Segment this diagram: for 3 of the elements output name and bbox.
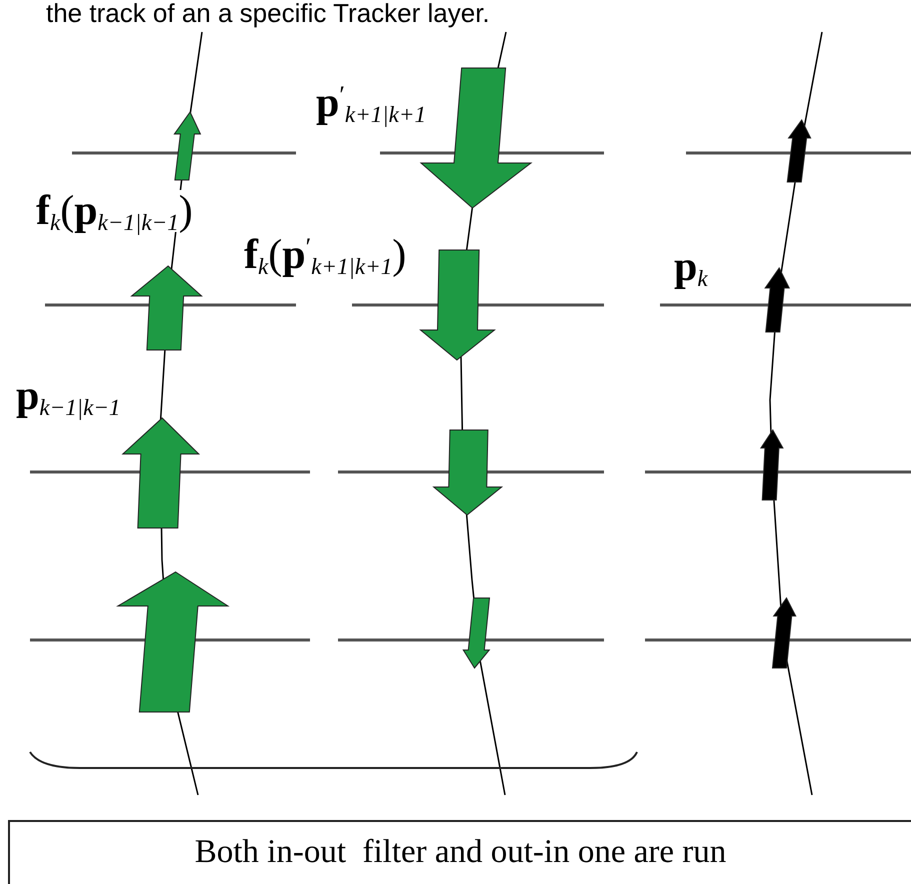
note-box	[8, 820, 911, 884]
caption-text: the track of an a specific Tracker layer.	[46, 0, 490, 26]
note-text: Both in-out filter and out-in one are run	[194, 833, 726, 872]
